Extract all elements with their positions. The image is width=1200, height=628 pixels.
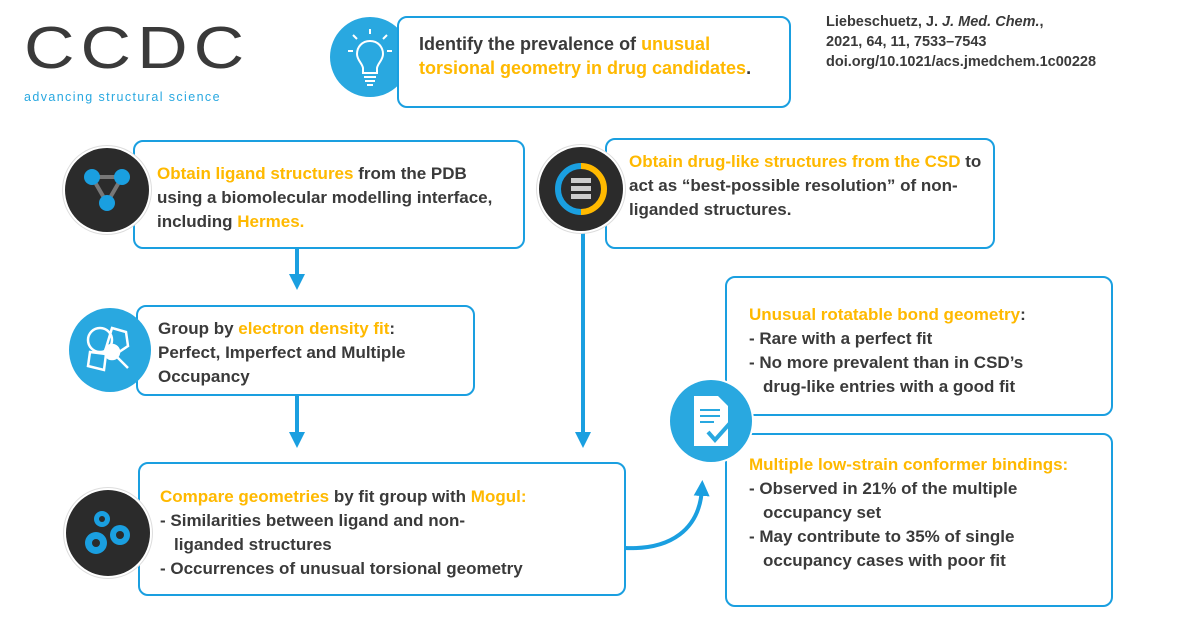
goal-period: .: [746, 58, 752, 78]
document-check-icon: [670, 380, 752, 462]
step-compare-highlight: Compare geometries: [160, 487, 330, 506]
citation-volume: 2021, 64, 11, 7533–7543: [826, 34, 987, 50]
step-compare-mogul: Mogul:: [470, 487, 527, 506]
step-csd-box: Obtain drug-like structures from the CSD…: [605, 138, 995, 249]
result-conformer-title: Multiple low-strain conformer bindings:: [749, 455, 1069, 474]
step-csd-highlight: Obtain drug-like structures from the CSD: [629, 152, 961, 171]
csd-database-icon: [539, 147, 623, 231]
rotatable-bullet: - Rare with a perfect fit: [749, 329, 933, 348]
ccdc-logo: CCDC advancing structural science: [24, 14, 251, 104]
citation-author: Liebeschuetz, J.: [826, 14, 943, 30]
rotatable-bullet: - No more prevalent than in CSD’s: [749, 353, 1024, 372]
result-rotatable-box: Unusual rotatable bond geometry: - Rare …: [725, 276, 1113, 416]
molecule-icon: [65, 148, 149, 232]
step-compare-box: Compare geometries by fit group with Mog…: [138, 462, 626, 596]
logo-letters: CCDC: [24, 14, 251, 81]
conformer-bullet-cont: occupancy set: [763, 503, 882, 522]
rotatable-bullet-cont: drug-like entries with a good fit: [763, 377, 1016, 396]
electron-density-search-icon: [69, 308, 151, 392]
conformer-bullet: - May contribute to 35% of single: [749, 527, 1015, 546]
arrow-compare-to-results: [624, 480, 710, 551]
result-rotatable-title: Unusual rotatable bond geometry: [749, 305, 1021, 324]
lightbulb-icon: [330, 17, 410, 97]
citation: Liebeschuetz, J. J. Med. Chem., 2021, 64…: [826, 12, 1096, 72]
step-pdb-highlight: Obtain ligand structures: [157, 164, 354, 183]
step-group-colon: :: [389, 319, 396, 338]
compare-bullet-cont: liganded structures: [174, 535, 332, 554]
goal-highlight: unusual torsional geometry in drug candi…: [419, 34, 747, 78]
step-group-categories: Perfect, Imperfect and Multiple Occupanc…: [158, 343, 406, 386]
citation-journal: J. Med. Chem.: [942, 14, 1040, 30]
logo-tagline: advancing structural science: [24, 90, 221, 104]
goal-text: Identify the prevalence of: [419, 34, 642, 54]
step-group-highlight: electron density fit: [238, 319, 390, 338]
step-compare-text: by fit group with: [329, 487, 471, 506]
conformer-bullet-cont: occupancy cases with poor fit: [763, 551, 1006, 570]
result-conformer-box: Multiple low-strain conformer bindings: …: [725, 433, 1113, 607]
step-pdb-text: from the PDB using a biomolecular modell…: [157, 164, 493, 231]
compare-bullet: - Similarities between ligand and non-: [160, 511, 466, 530]
step-group-text: Group by: [158, 319, 239, 338]
citation-doi[interactable]: doi.org/10.1021/acs.jmedchem.1c00228: [826, 54, 1097, 70]
compare-bullet: - Occurrences of unusual torsional geome…: [160, 559, 523, 578]
goal-box: Identify the prevalence of unusual torsi…: [397, 16, 791, 108]
step-group-box: Group by electron density fit: Perfect, …: [136, 305, 475, 396]
gears-icon: [66, 490, 150, 576]
conformer-bullet: - Observed in 21% of the multiple: [749, 479, 1018, 498]
step-pdb-hermes: Hermes.: [237, 212, 305, 231]
step-pdb-box: Obtain ligand structures from the PDB us…: [133, 140, 525, 249]
step-csd-text: to act as “best-possible resolution” of …: [629, 152, 982, 219]
citation-comma: ,: [1039, 14, 1044, 30]
result-rotatable-colon: :: [1020, 305, 1026, 324]
